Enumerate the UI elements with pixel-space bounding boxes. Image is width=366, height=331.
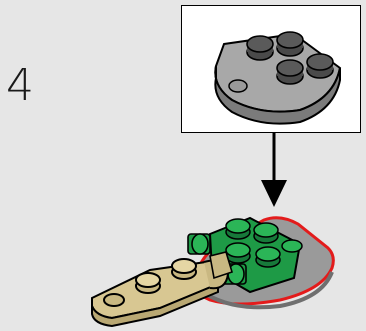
tan-connector — [209, 251, 233, 280]
gray-plate-round-2x3-icon — [214, 31, 342, 125]
parts-callout-box — [181, 5, 361, 133]
step-number: 4 — [6, 60, 34, 111]
tan-plate — [91, 258, 230, 328]
arrow-down-icon — [261, 133, 287, 207]
